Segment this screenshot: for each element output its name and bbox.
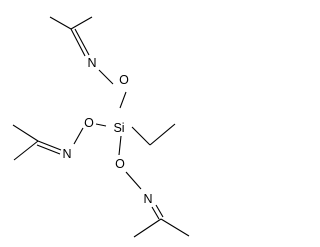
- atom-label-n-top: N: [87, 56, 96, 70]
- bond-top-c-n-double-b: [74, 28, 90, 56]
- bond-left-methyl-lower: [13, 140, 39, 161]
- bond-left-c-n-double-b: [36, 144, 61, 155]
- bond-bottom-n-c-double-a: [151, 206, 160, 220]
- bond-bottom-o-n: [125, 171, 142, 190]
- atom-label-o-bottom: O: [115, 157, 125, 171]
- atom-label-n-bottom: N: [143, 192, 152, 206]
- bond-top-methyl-right: [70, 16, 93, 30]
- atom-label-o-left: O: [84, 116, 94, 130]
- bond-left-o-si: [95, 123, 107, 127]
- bond-si-ethyl-ch2: [131, 126, 151, 146]
- bond-ethyl-ch2-ch3: [149, 123, 176, 146]
- bond-left-n-o: [73, 127, 84, 145]
- atom-label-si: Si: [113, 121, 124, 135]
- atom-labels: N O O Si N O N: [62, 56, 152, 206]
- bond-si-bottom-o: [118, 135, 122, 156]
- atom-label-n-left: N: [62, 147, 71, 161]
- bond-top-n-o: [98, 69, 114, 85]
- bond-bottom-methyl-left: [133, 218, 162, 238]
- bond-top-c-n-double-a: [70, 28, 86, 57]
- bonds: [12, 16, 190, 238]
- bond-bottom-methyl-right: [160, 218, 190, 237]
- bond-top-o-si: [119, 91, 127, 109]
- chemical-structure: N O O Si N O N: [12, 16, 190, 238]
- atom-label-o-top: O: [119, 73, 129, 87]
- bond-top-methyl-left: [49, 16, 72, 30]
- bond-left-c-n-double-a: [37, 140, 62, 151]
- bond-bottom-n-c-double-b: [155, 204, 164, 218]
- bond-left-methyl-upper: [12, 124, 39, 142]
